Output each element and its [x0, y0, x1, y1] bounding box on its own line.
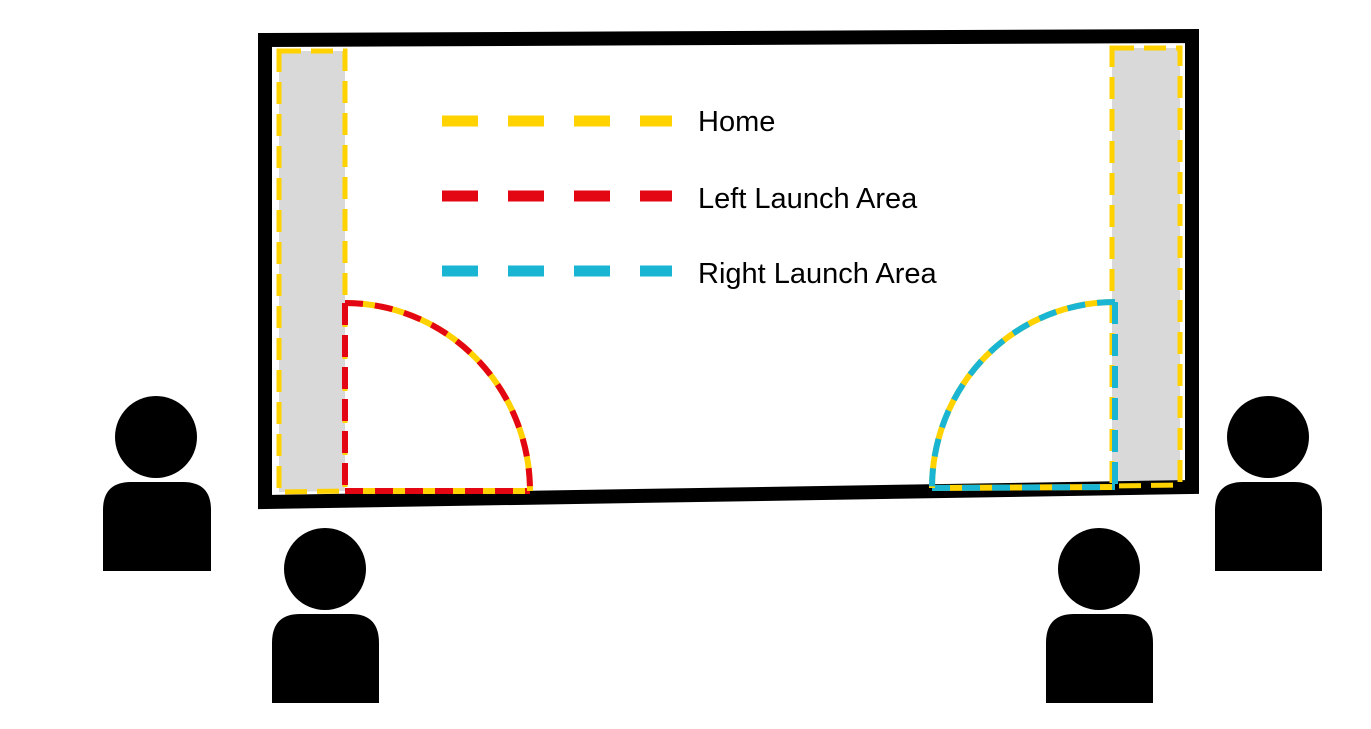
- legend-label-right-launch: Right Launch Area: [698, 258, 937, 290]
- person-icon: [1215, 396, 1322, 571]
- person-icon: [1046, 528, 1153, 703]
- legend-label-home: Home: [698, 106, 775, 138]
- table-border: [258, 28, 1199, 510]
- legend-label-left-launch: Left Launch Area: [698, 183, 918, 215]
- person-icon: [103, 396, 211, 571]
- right-launch-area: [929, 299, 1118, 491]
- left-launch-area: [342, 300, 533, 494]
- person-near-left: [272, 528, 379, 703]
- legend-item-right-launch: Right Launch Area: [442, 258, 937, 290]
- person-near-right: [1046, 528, 1153, 703]
- legend-item-home: Home: [442, 106, 775, 138]
- legend: Home Left Launch Area Right Launch Area: [442, 106, 937, 290]
- person-far-right: [1215, 396, 1322, 571]
- right-side-zone: [1112, 48, 1180, 486]
- legend-item-left-launch: Left Launch Area: [442, 183, 918, 215]
- person-icon: [272, 528, 379, 703]
- person-far-left: [103, 396, 211, 571]
- left-zone-home-outline: [276, 48, 348, 495]
- left-side-zone: [279, 51, 345, 492]
